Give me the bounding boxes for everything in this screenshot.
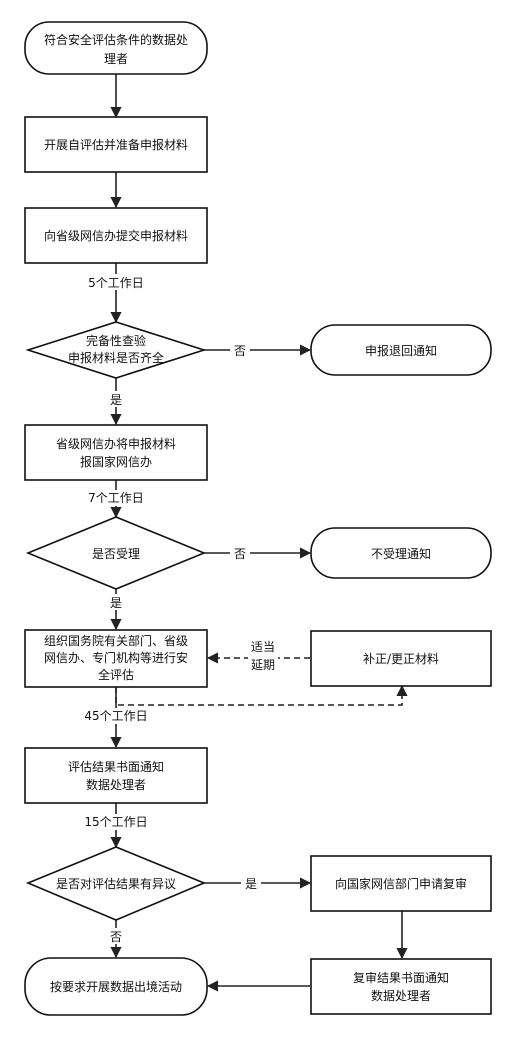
node-organize-line2: 网信办、专门机构等进行安 [44, 650, 188, 665]
edge-organize-to-supplement [115, 684, 408, 706]
node-return-notice-text: 申报退回通知 [365, 343, 437, 358]
node-submit-province-text: 向省级网信办提交申报材料 [44, 228, 188, 243]
node-start: 符合安全评估条件的数据处 理者 [24, 21, 208, 75]
edge-labels: 5个工作日 否 是 7个工作日 否 是 适当 延期 45个工作日 15个工作日 … [78, 274, 278, 944]
node-end: 按要求开展数据出境活动 [24, 957, 208, 1016]
node-review-notice-line1: 复审结果书面通知 [353, 970, 449, 985]
node-objection-text: 是否对评估结果有异议 [56, 877, 176, 891]
node-check-line1: 完备性查验 [86, 333, 146, 348]
node-organize-line3: 全评估 [98, 667, 134, 682]
label-no-objection: 否 [110, 930, 122, 944]
node-organize-line1: 组织国务院有关部门、省级 [44, 633, 188, 648]
node-forward-national: 省级网信办将申报材料 报国家网信办 [24, 424, 208, 481]
label-5-workdays: 5个工作日 [88, 276, 144, 290]
node-prepare-text: 开展自评估并准备申报材料 [44, 137, 188, 152]
node-supplement-text: 补正/更正材料 [363, 652, 439, 666]
label-yes-complete: 是 [110, 393, 122, 407]
node-reject-notice-text: 不受理通知 [371, 547, 431, 561]
label-yes-accept: 是 [110, 596, 122, 610]
node-result-line1: 评估结果书面通知 [68, 760, 164, 774]
label-no-reject: 否 [234, 547, 246, 561]
node-result-line2: 数据处理者 [86, 777, 146, 792]
node-review-notice: 复审结果书面通知 数据处理者 [310, 958, 492, 1015]
node-check-line2: 申报材料是否齐全 [68, 350, 164, 365]
node-forward-line2: 报国家网信办 [80, 454, 152, 469]
node-review-notice-line2: 数据处理者 [371, 988, 431, 1003]
node-start-line1: 符合安全评估条件的数据处 [44, 32, 188, 47]
node-objection-decision: 是否对评估结果有异议 [25, 846, 207, 921]
node-apply-review-text: 向国家网信部门申请复审 [335, 876, 467, 891]
node-submit-province: 向省级网信办提交申报材料 [24, 207, 208, 264]
node-organize-assessment: 组织国务院有关部门、省级 网信办、专门机构等进行安 全评估 [24, 629, 208, 688]
node-prepare: 开展自评估并准备申报材料 [24, 116, 208, 173]
node-end-text: 按要求开展数据出境活动 [50, 979, 182, 994]
label-extend-line2: 延期 [251, 658, 275, 672]
node-accept-decision: 是否受理 [25, 516, 207, 590]
node-result-notice: 评估结果书面通知 数据处理者 [24, 747, 208, 804]
node-accept-text: 是否受理 [92, 547, 140, 561]
label-15-workdays: 15个工作日 [84, 815, 147, 829]
node-start-line2: 理者 [104, 52, 128, 66]
node-supplement: 补正/更正材料 [310, 630, 492, 687]
node-return-notice: 申报退回通知 [310, 324, 492, 376]
label-7-workdays: 7个工作日 [88, 491, 144, 505]
node-check-completeness: 完备性查验 申报材料是否齐全 [25, 321, 207, 379]
node-forward-line1: 省级网信办将申报材料 [56, 436, 176, 451]
label-no-incomplete: 否 [234, 344, 246, 358]
label-45-workdays: 45个工作日 [84, 709, 147, 723]
node-apply-review: 向国家网信部门申请复审 [310, 855, 492, 912]
label-yes-objection: 是 [245, 877, 257, 891]
label-extend-line1: 适当 [251, 640, 275, 654]
node-reject-notice: 不受理通知 [310, 527, 492, 579]
